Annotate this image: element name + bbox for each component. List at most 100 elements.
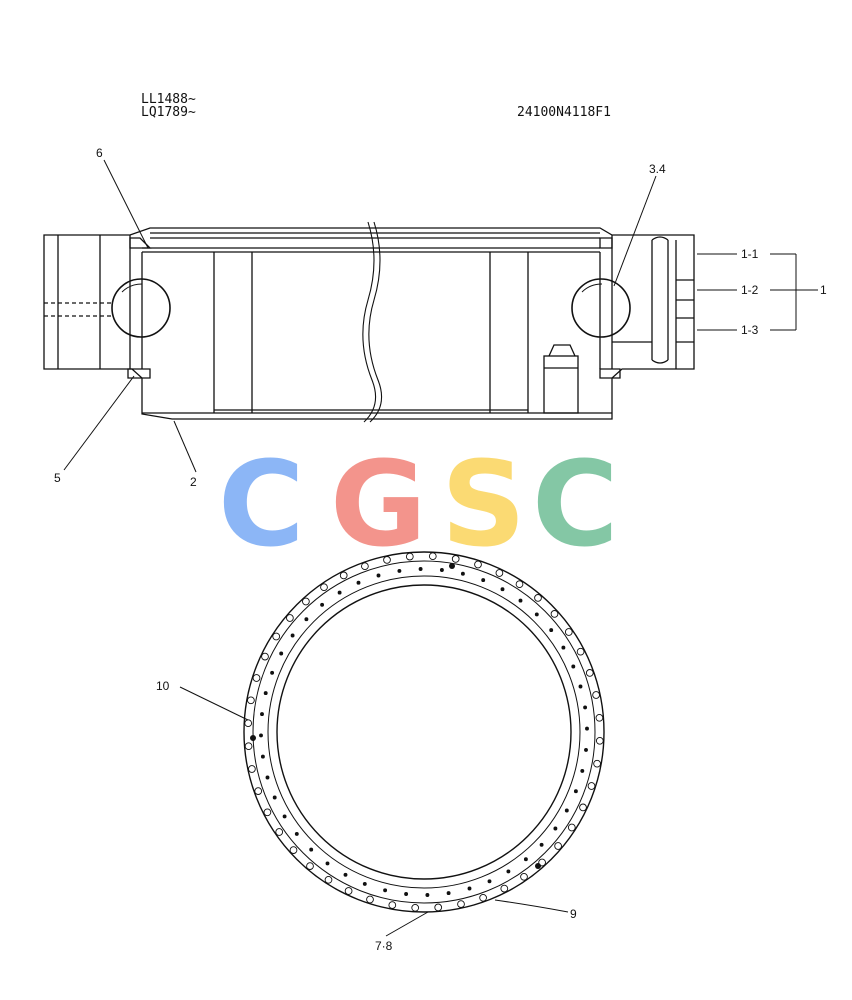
outer-bolt-hole bbox=[339, 571, 348, 580]
inner-bolt-hole bbox=[467, 886, 472, 891]
marker-hole-left bbox=[250, 735, 256, 741]
inner-bolt-hole bbox=[304, 617, 309, 622]
outer-ring-edge bbox=[243, 551, 605, 913]
inner-bolt-hole bbox=[383, 888, 388, 893]
outer-bolt-hole bbox=[457, 900, 465, 908]
watermark-letter-c2: C bbox=[532, 435, 619, 573]
outer-bolt-hole bbox=[428, 552, 437, 561]
outer-bolt-hole bbox=[564, 628, 573, 636]
inner-bolt-hole bbox=[518, 598, 523, 603]
section-leaders bbox=[63, 159, 818, 473]
inner-bolt-hole bbox=[404, 892, 409, 896]
outer-bolt-hole bbox=[306, 862, 314, 870]
outer-bolt-hole bbox=[576, 647, 585, 656]
outer-bolt-hole bbox=[515, 580, 524, 589]
inner-bolt-hole bbox=[343, 872, 348, 877]
marker-hole-bottom bbox=[535, 863, 541, 869]
bearing-outline bbox=[43, 227, 695, 420]
inner-bolt-hole bbox=[290, 633, 295, 638]
outer-bolt-hole bbox=[587, 782, 596, 790]
outer-bolt-hole bbox=[244, 742, 253, 751]
bearing-plan-view bbox=[243, 551, 605, 913]
outer-bolt-hole bbox=[534, 594, 542, 602]
inner-bolt-hole bbox=[446, 891, 451, 896]
outer-bolt-hole bbox=[538, 858, 546, 867]
outer-bolt-hole bbox=[248, 765, 256, 773]
outer-bolt-hole bbox=[272, 632, 281, 641]
inner-bolt-hole bbox=[325, 861, 330, 866]
outer-bolt-hole bbox=[593, 759, 601, 768]
inner-bolt-hole bbox=[534, 612, 539, 617]
outer-bolt-hole bbox=[411, 903, 420, 912]
callout-3-4: 3.4 bbox=[649, 162, 666, 176]
outer-bolt-hole bbox=[550, 610, 559, 618]
outer-bolt-hole bbox=[520, 872, 528, 881]
outer-bolt-hole bbox=[579, 803, 587, 812]
outer-bolt-hole bbox=[474, 560, 482, 569]
callout-1-3: 1-3 bbox=[741, 323, 759, 337]
outer-bolt-hole bbox=[361, 562, 369, 571]
marker-hole-top bbox=[449, 563, 455, 569]
outer-bolt-hole bbox=[592, 691, 600, 699]
drawing-number: 24100N4118F1 bbox=[517, 105, 611, 120]
callout-10: 10 bbox=[156, 679, 170, 693]
outer-bolt-hole bbox=[320, 583, 328, 592]
cgsc-watermark: C G S C bbox=[218, 435, 619, 573]
outer-bolt-hole bbox=[405, 552, 414, 561]
inner-bolt-hole bbox=[460, 571, 465, 576]
inner-bolt-hole bbox=[260, 754, 265, 759]
serial-range-1: LL1488~ bbox=[141, 92, 196, 107]
inner-bolt-hole bbox=[362, 881, 367, 886]
outer-bolt-hole bbox=[344, 887, 353, 895]
inner-ring-edge bbox=[267, 575, 581, 889]
inner-bolt-hole bbox=[500, 587, 505, 592]
inner-bolt-hole bbox=[564, 808, 569, 813]
outer-bolt-hole bbox=[388, 901, 397, 909]
inner-bolt-hole bbox=[263, 691, 268, 696]
outer-bolt-holes bbox=[244, 552, 604, 912]
outer-bolt-hole bbox=[302, 597, 310, 606]
outer-bolt-hole bbox=[252, 674, 261, 682]
inner-bolt-hole bbox=[272, 795, 277, 800]
inner-bolt-hole bbox=[487, 879, 492, 884]
watermark-letter-c1: C bbox=[218, 435, 305, 573]
inner-bolt-hole bbox=[580, 768, 585, 773]
outer-bolt-hole bbox=[567, 823, 576, 832]
outer-bolt-hole bbox=[244, 719, 253, 728]
outer-bolt-hole bbox=[500, 884, 509, 893]
inner-bolt-hole bbox=[356, 580, 361, 585]
bearing-section-view bbox=[43, 221, 695, 423]
outer-bolt-hole bbox=[263, 808, 272, 817]
inner-bolt-hole bbox=[506, 869, 511, 874]
inner-bolt-hole bbox=[397, 568, 402, 573]
callout-1-1: 1-1 bbox=[741, 247, 759, 261]
callout-2: 2 bbox=[190, 475, 197, 489]
outer-bolt-hole bbox=[585, 669, 594, 677]
outer-bolt-hole bbox=[247, 696, 255, 705]
inner-bolt-hole bbox=[523, 857, 528, 862]
inner-bolt-hole bbox=[337, 590, 342, 595]
inner-bolt-hole bbox=[578, 684, 583, 689]
callout-6: 6 bbox=[96, 146, 103, 160]
callout-9: 9 bbox=[570, 907, 577, 921]
outer-bolt-hole bbox=[383, 556, 391, 564]
inner-bore bbox=[276, 584, 572, 880]
inner-bolt-hole bbox=[376, 573, 381, 578]
inner-bolt-hole bbox=[279, 651, 284, 656]
callout-1-2: 1-2 bbox=[741, 283, 759, 297]
inner-bolt-hole bbox=[294, 831, 299, 836]
inner-bolt-holes bbox=[259, 567, 589, 897]
inner-bolt-hole bbox=[439, 568, 444, 572]
inner-bolt-hole bbox=[571, 664, 576, 669]
outer-bolt-hole bbox=[286, 614, 294, 622]
inner-bolt-hole bbox=[418, 567, 423, 571]
inner-bolt-hole bbox=[481, 578, 486, 583]
callout-1: 1 bbox=[820, 283, 827, 297]
outer-bolt-hole bbox=[595, 713, 604, 722]
inner-bolt-hole bbox=[309, 847, 314, 852]
outer-bolt-hole bbox=[324, 875, 333, 884]
outer-bolt-hole bbox=[289, 846, 298, 854]
outer-bolt-hole bbox=[261, 652, 269, 661]
